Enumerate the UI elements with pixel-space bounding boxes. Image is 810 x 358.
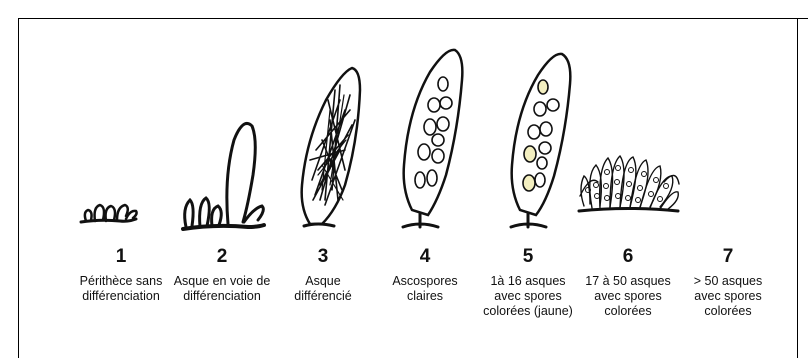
stage-2-caption: Asque en voie de différenciation [170,274,274,304]
stage-4-caption: Ascospores claires [388,274,462,304]
stage-6-number: 6 [576,246,680,268]
stage-1-number: 1 [69,246,173,268]
stage-1-caption: Périthèce sans différenciation [69,274,173,304]
stage-5-caption: 1à 16 asques avec spores colorées (jaune… [482,274,574,319]
stage-6-caption: 17 à 50 asques avec spores colorées [577,274,679,319]
stage-4-drawing [403,50,462,227]
stage-3-caption: Asque différencié [288,274,358,304]
stage-6-drawing [579,156,679,211]
stage-1-drawing [81,205,137,222]
stage-2-number: 2 [170,246,274,268]
stage-7-caption: > 50 asques avec spores colorées [686,274,770,319]
stage-4: 4 Ascospores claires [377,246,473,304]
stage-2-drawing [183,123,264,229]
stage-3: 3 Asque différencié [273,246,373,304]
stage-7-number: 7 [680,246,776,268]
stage-3-drawing [302,68,360,226]
stage-1: 1 Périthèce sans différenciation [69,246,173,304]
stage-6: 6 17 à 50 asques avec spores colorées [576,246,680,319]
stage-3-number: 3 [273,246,373,268]
stage-2: 2 Asque en voie de différenciation [170,246,274,304]
stage-7: 7 > 50 asques avec spores colorées [680,246,776,319]
stage-5-drawing [511,54,570,227]
stage-5-number: 5 [480,246,576,268]
stage-5: 5 1à 16 asques avec spores colorées (jau… [480,246,576,319]
stage-4-number: 4 [377,246,473,268]
